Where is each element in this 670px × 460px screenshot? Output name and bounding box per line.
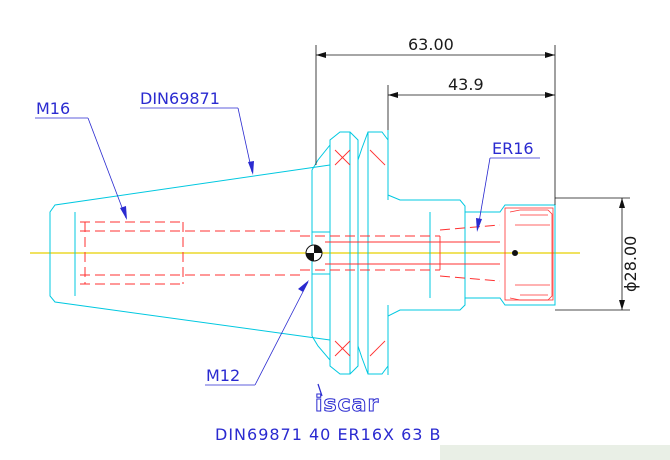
dimension-arrows <box>316 52 625 310</box>
overall-length-dimension: 63.00 <box>408 35 454 54</box>
m16-label: M16 <box>36 99 70 118</box>
leader-arrows <box>120 161 482 292</box>
diameter-dimension: ϕ28.00 <box>621 236 640 292</box>
screw-head <box>305 244 518 262</box>
er16-label: ER16 <box>492 139 534 158</box>
m12-label: M12 <box>206 366 240 385</box>
flange <box>311 131 389 375</box>
din-label: DIN69871 <box>140 89 220 108</box>
iscar-logo: iscar <box>315 383 379 418</box>
taper-shank <box>49 164 331 341</box>
dimension-lines <box>315 45 630 311</box>
collet-nut <box>504 207 554 301</box>
hidden-lines <box>80 221 501 285</box>
leader-lines <box>35 107 540 386</box>
body <box>387 130 556 375</box>
svg-text:iscar: iscar <box>315 392 379 417</box>
caption: DIN69871 40 ER16X 63 B <box>215 425 442 444</box>
collet-length-dimension: 43.9 <box>448 75 484 94</box>
internal-bore <box>325 149 500 357</box>
